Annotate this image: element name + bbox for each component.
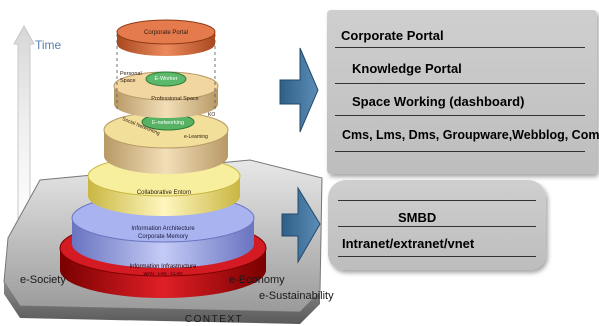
label-ko: KO: [208, 112, 215, 118]
layer-corporate-portal: [116, 19, 216, 56]
label-corporate-portal: Corporate Portal: [144, 30, 188, 36]
bottom-row-intranet: Intranet/extranet/vnet: [342, 236, 475, 251]
layer-professional-space: [113, 71, 219, 118]
divider: [338, 226, 536, 227]
time-label: Time: [35, 38, 62, 52]
label-information-infrastructure: Information Infrastructure: [129, 264, 197, 270]
divider: [335, 115, 585, 116]
divider: [338, 256, 536, 257]
top-info-box: [327, 10, 597, 174]
label-e-sustainability: e-Sustainability: [259, 290, 334, 302]
label-personal-space-2: Space: [120, 78, 136, 84]
divider: [335, 47, 585, 48]
label-information-architecture: Information Architecture: [131, 226, 195, 232]
bottom-info-box: [328, 180, 546, 270]
top-row-corporate-portal: Corporate Portal: [341, 28, 444, 43]
label-infrastructure-sub: WAN · LAN · CLAN: [143, 271, 182, 276]
layer-social-networking: [103, 111, 229, 174]
time-arrow: [13, 24, 35, 251]
dashed-columns: [116, 34, 216, 110]
top-row-space-working: Space Working (dashboard): [352, 94, 525, 109]
label-e-learning: e-Learning: [184, 134, 208, 140]
label-collaborative-enterprise: Collaborative Entorn: [137, 190, 191, 196]
label-e-networking: E-networking: [152, 120, 184, 126]
label-e-worker: E-Worker: [154, 76, 177, 82]
bottom-row-smbd: SMBD: [398, 210, 437, 225]
divider: [335, 83, 585, 84]
divider: [338, 200, 536, 201]
divider: [335, 151, 585, 152]
label-e-society: e-Society: [20, 274, 66, 286]
arrow-bottom: [281, 186, 321, 264]
label-corporate-memory: Corporate Memory: [138, 234, 188, 240]
top-row-knowledge-portal: Knowledge Portal: [352, 61, 462, 76]
top-row-systems: Cms, Lms, Dms, Groupware,Webblog, Com: [342, 128, 599, 142]
label-e-economy: e-Economy: [229, 274, 285, 286]
arrow-top: [279, 47, 319, 133]
label-personal-space-1: Personal: [120, 71, 142, 77]
label-professional-space: Professional Space: [151, 96, 198, 102]
label-context: CONTEXT: [185, 314, 243, 325]
